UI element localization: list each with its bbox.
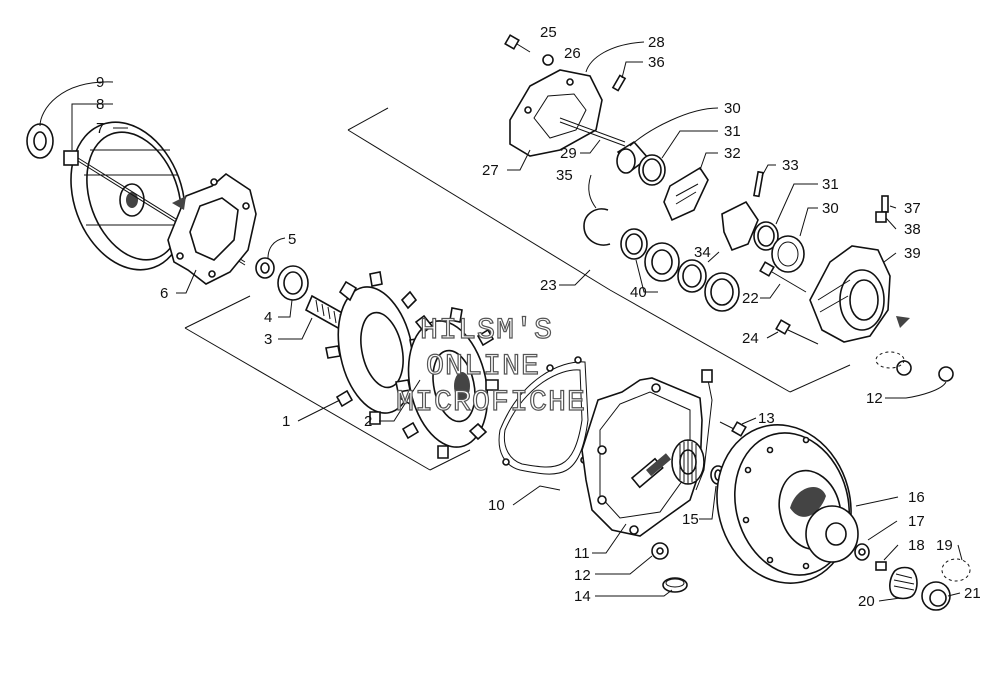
- clamp-14: [662, 577, 688, 593]
- washer-26: [542, 54, 554, 66]
- callout-30-lower: 30: [822, 200, 839, 217]
- callout-34: 36: [648, 54, 665, 71]
- callout-18: 18: [908, 537, 925, 554]
- callout-32: 32: [724, 145, 741, 162]
- callout-28: 28: [648, 34, 665, 51]
- seal-38c: [704, 272, 740, 312]
- bolt-25: [504, 34, 531, 53]
- callout-11: 11: [574, 545, 590, 562]
- seal-31-upper: [638, 154, 666, 186]
- callout-5: 5: [288, 231, 296, 248]
- bracket-6: [167, 172, 257, 285]
- sprocket-right: [395, 307, 499, 459]
- callout-40: 35: [556, 167, 573, 184]
- callout-4: 4: [264, 309, 272, 326]
- bolt-22: [759, 261, 807, 293]
- callout-25: 25: [540, 24, 557, 41]
- group-frame-brake: [347, 107, 851, 393]
- callout-10: 10: [488, 497, 505, 514]
- sensor-wire: [695, 369, 713, 491]
- callout-21: 21: [964, 585, 981, 602]
- watermark: HILSM'S ONLINE MICROFICHE: [395, 313, 586, 420]
- pin-33: [753, 170, 764, 198]
- bolt-18: [875, 561, 887, 571]
- caliper-mount-27: [509, 69, 603, 157]
- brake-pad-32: [663, 166, 709, 222]
- bearing-39: [620, 228, 648, 260]
- callout-19: 20: [858, 593, 875, 610]
- callout-31-lower: 31: [822, 176, 839, 193]
- callout-27: 27: [482, 162, 499, 179]
- callout-17: 17: [908, 513, 925, 530]
- pin-34: [611, 74, 627, 92]
- watermark-line-1: HILSM'S: [420, 314, 553, 348]
- sprocket-left: [325, 271, 425, 425]
- callout-30-upper: 30: [724, 100, 741, 117]
- callout-35: 37: [904, 200, 921, 217]
- callout-9: 9: [96, 74, 104, 91]
- callout-23: 23: [540, 277, 557, 294]
- plug-20: [941, 558, 971, 582]
- spring-19: [889, 566, 918, 600]
- seal-38b: [677, 259, 707, 293]
- callout-22: 22: [742, 290, 759, 307]
- callout-3: 3: [264, 331, 272, 348]
- callout-1: 1: [282, 413, 290, 430]
- bleeder-35: [881, 195, 889, 213]
- cap-21: [921, 581, 951, 611]
- cap-36: [875, 211, 887, 223]
- callout-12-right: 12: [866, 390, 883, 407]
- piston-30-lower: [771, 235, 805, 273]
- chaincase-housing: [581, 377, 705, 537]
- caliper-body-37: [809, 245, 891, 343]
- bearing-4: [277, 265, 309, 301]
- callout-15: 15: [682, 511, 699, 528]
- nut-5: [255, 257, 275, 279]
- watermark-line-2: ONLINE: [426, 350, 540, 384]
- callout-31-upper: 31: [724, 123, 741, 140]
- bolt-24: [775, 319, 819, 345]
- callout-12-lower: 12: [574, 567, 591, 584]
- washer-9: [26, 123, 54, 159]
- leader-lines: [39, 41, 963, 602]
- callout-38: 34: [694, 244, 711, 261]
- snap-ring-40: [583, 208, 611, 246]
- callout-6: 6: [160, 285, 168, 302]
- callout-14: 14: [574, 588, 591, 605]
- callout-24: 24: [742, 330, 759, 347]
- group-frame-drive-shaft: [184, 295, 471, 471]
- callout-36: 38: [904, 221, 921, 238]
- nut-12-right: [875, 351, 954, 382]
- brake-disc-16: [716, 424, 859, 584]
- callout-2: 2: [364, 413, 372, 430]
- callout-13: 13: [758, 410, 775, 427]
- watermark-line-3: MICROFICHE: [396, 386, 586, 420]
- callout-37: 39: [904, 245, 921, 262]
- callout-labels: 9 8 7 6 5 4 3 1 2 10 11 12 14 13 15 16 1…: [96, 24, 981, 610]
- callout-7: 7: [96, 120, 104, 137]
- seal-38a: [644, 242, 680, 282]
- bolt-13: [719, 421, 747, 437]
- callout-29: 29: [560, 145, 577, 162]
- washer-17: [854, 543, 870, 561]
- callout-8: 8: [96, 96, 104, 113]
- seal-31-lower: [753, 221, 779, 251]
- nut-12-lower: [651, 542, 669, 560]
- callout-20: 19: [936, 537, 953, 554]
- callout-26: 26: [564, 45, 581, 62]
- callout-16: 16: [908, 489, 925, 506]
- callout-39: 40: [630, 284, 647, 301]
- callout-33: 33: [782, 157, 799, 174]
- brake-plate: [721, 200, 759, 252]
- arrow-indicators: [172, 196, 910, 328]
- shaft-29: [559, 117, 626, 147]
